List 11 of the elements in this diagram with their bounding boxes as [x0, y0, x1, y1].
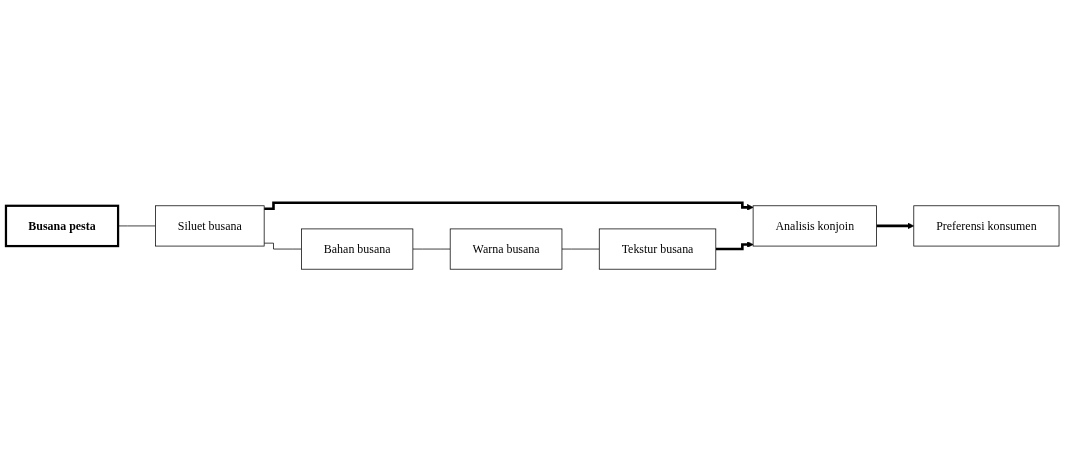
node-box: Preferensi konsumen	[913, 205, 1060, 247]
arrow	[876, 222, 915, 230]
node-box: Busana pesta	[4, 204, 120, 248]
node-box: Warna busana	[449, 228, 563, 270]
node-box: Bahan busana	[301, 228, 414, 270]
node-box: Siluet busana	[155, 205, 265, 247]
connector	[263, 242, 302, 250]
node-box: Analisis konjoin	[752, 205, 877, 247]
arrow	[715, 241, 754, 251]
arrow	[264, 201, 754, 211]
node-box: Tekstur busana	[598, 228, 717, 270]
